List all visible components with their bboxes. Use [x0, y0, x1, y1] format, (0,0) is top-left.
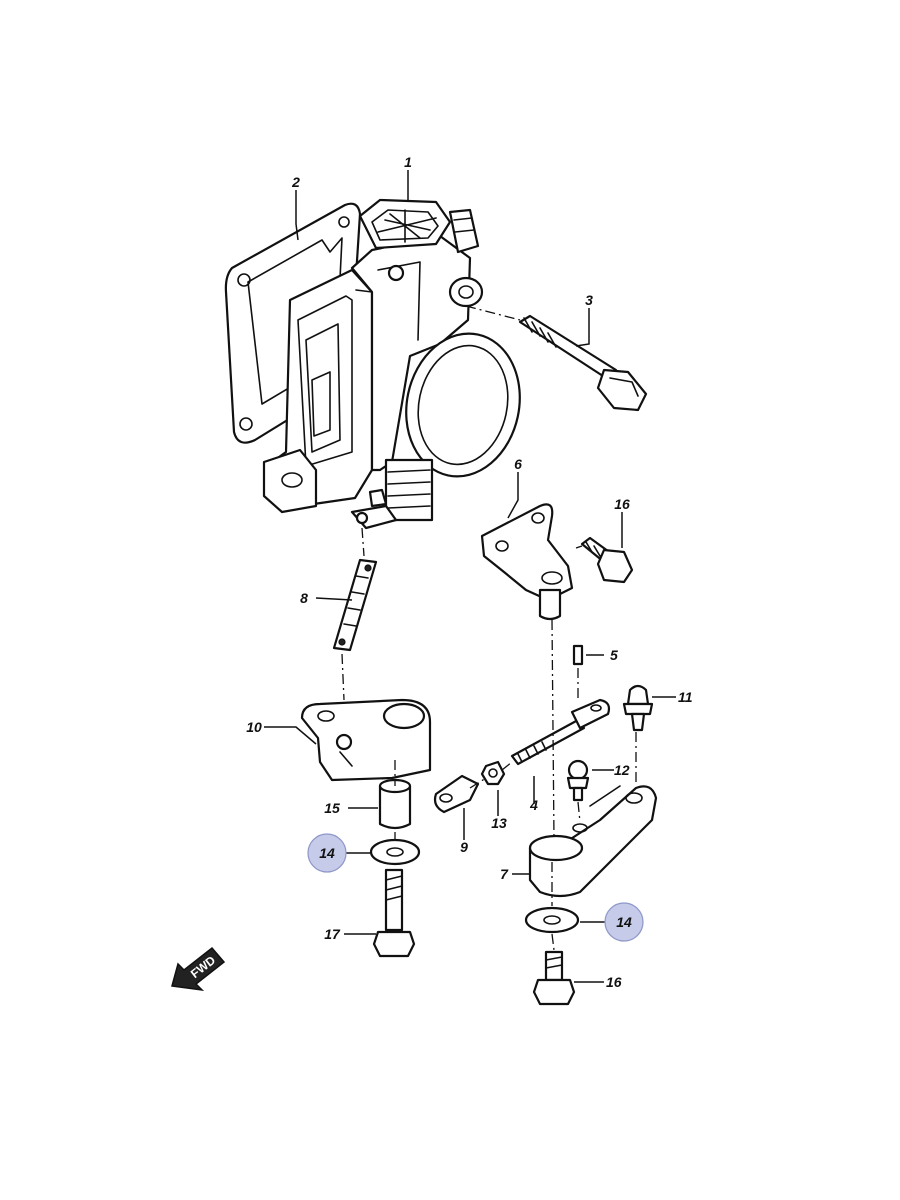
part-4-threaded-rod [510, 698, 611, 766]
fwd-direction-arrow: FWD [171, 946, 226, 992]
callout-7[interactable]: 7 [500, 866, 509, 882]
part-1-throttle-body [262, 198, 521, 530]
callout-17[interactable]: 17 [324, 926, 341, 942]
assembly-centerlines [341, 305, 637, 951]
part-16-lower-bolt [532, 950, 576, 1006]
fwd-arrow-shape [171, 946, 226, 992]
callout-3[interactable]: 3 [585, 292, 593, 308]
callout-14-left[interactable]: 14 [319, 845, 335, 861]
part-7-lever [528, 785, 658, 898]
part-3-bolt [518, 314, 648, 412]
highlight-circle-14-left [307, 833, 347, 873]
part-17-bolt [372, 868, 416, 958]
callout-10[interactable]: 10 [246, 719, 262, 735]
callout-13[interactable]: 13 [491, 815, 507, 831]
callout-6[interactable]: 6 [514, 456, 522, 472]
part-11-ball-stud [622, 684, 654, 732]
part-6-bracket [480, 503, 574, 621]
callout-15[interactable]: 15 [324, 800, 340, 816]
callout-12[interactable]: 12 [614, 762, 630, 778]
callout-1[interactable]: 1 [404, 154, 412, 170]
callout-8[interactable]: 8 [300, 590, 308, 606]
callout-4[interactable]: 4 [529, 797, 538, 813]
part-8-rod [332, 558, 378, 652]
callout-16-lower[interactable]: 16 [606, 974, 622, 990]
callout-11[interactable]: 11 [678, 689, 693, 705]
callout-14-right[interactable]: 14 [616, 914, 632, 930]
callout-labels[interactable]: 1 2 3 4 5 6 7 8 9 10 11 12 13 14 14 15 1… [246, 154, 693, 990]
callout-9[interactable]: 9 [460, 839, 468, 855]
part-16-upper-bolt [580, 536, 634, 584]
part-13-nut [480, 760, 506, 786]
part-14-left-washer [369, 838, 421, 866]
callout-16-upper[interactable]: 16 [614, 496, 630, 512]
part-10-lever [300, 698, 432, 782]
highlight-circle-14-right [604, 902, 644, 942]
part-12-ball-stud [566, 759, 590, 802]
leader-lines [264, 170, 676, 983]
part-15-collar [378, 778, 412, 830]
callout-2[interactable]: 2 [291, 174, 300, 190]
part-14-right-washer [524, 906, 580, 934]
part-5-pin [572, 644, 584, 666]
part-9-rod-end [433, 774, 480, 814]
callout-5[interactable]: 5 [610, 647, 618, 663]
